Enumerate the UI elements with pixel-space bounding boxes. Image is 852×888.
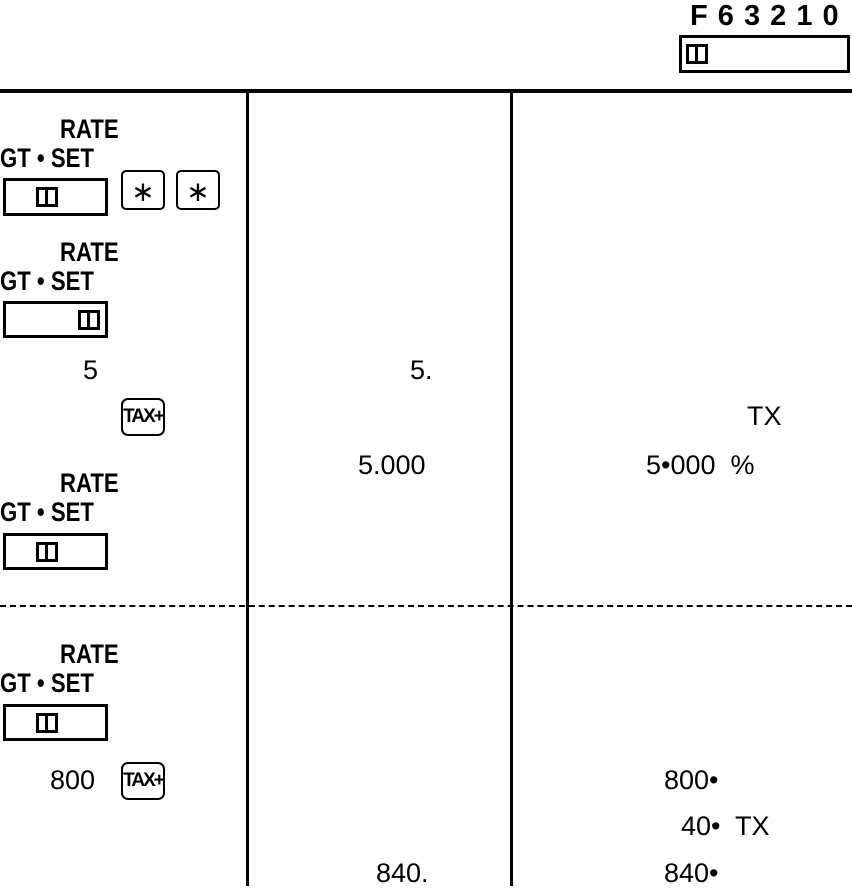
asterisk-key[interactable]: ∗ xyxy=(176,170,220,210)
display-value: 840. xyxy=(376,858,429,888)
gt-set-switch[interactable] xyxy=(3,178,108,216)
set-label: SET xyxy=(50,497,94,527)
gt-set-knob[interactable] xyxy=(78,310,100,330)
print-value: 40• TX xyxy=(681,811,770,841)
gt-label: GT xyxy=(0,497,31,527)
print-value: 5•000 % xyxy=(646,450,755,480)
gt-set-switch[interactable] xyxy=(3,301,108,338)
tax-plus-key[interactable]: TAX+ xyxy=(121,398,165,436)
input-value: 5 xyxy=(83,355,99,385)
asterisk-key[interactable]: ∗ xyxy=(121,170,165,210)
bullet: • xyxy=(36,497,45,527)
input-value: 800 xyxy=(50,765,96,795)
print-value: 840• xyxy=(664,858,719,888)
column-divider-left xyxy=(246,93,249,886)
rate-label: RATE xyxy=(60,114,119,144)
set-label: SET xyxy=(50,668,94,698)
gt-set-label: GT • SET xyxy=(0,668,94,699)
bullet: • xyxy=(36,668,45,698)
column-divider-right xyxy=(510,93,513,886)
rate-label: RATE xyxy=(60,237,119,267)
gt-set-switch[interactable] xyxy=(3,704,108,741)
gt-set-knob[interactable] xyxy=(36,542,58,562)
gt-set-knob[interactable] xyxy=(36,187,58,207)
display-value: 5. xyxy=(410,355,433,385)
gt-set-switch[interactable] xyxy=(3,533,108,570)
rate-label: RATE xyxy=(60,468,119,498)
section-separator xyxy=(0,605,852,607)
table-top-rule xyxy=(0,89,852,93)
gt-set-label: GT • SET xyxy=(0,143,94,174)
gt-set-label: GT • SET xyxy=(0,497,94,528)
tax-plus-key[interactable]: TAX+ xyxy=(121,762,165,800)
display-value: 5.000 xyxy=(358,450,426,480)
set-label: SET xyxy=(50,143,94,173)
gt-set-label: GT • SET xyxy=(0,266,94,297)
decimal-selector-labels: F 6 3 2 1 0 xyxy=(690,0,840,32)
print-value: 800• xyxy=(664,765,719,795)
decimal-selector-knob[interactable] xyxy=(686,44,708,64)
bullet: • xyxy=(36,266,45,296)
gt-label: GT xyxy=(0,266,31,296)
rate-label: RATE xyxy=(60,639,119,669)
decimal-selector-switch[interactable] xyxy=(679,35,850,73)
print-value: TX xyxy=(747,401,782,431)
set-label: SET xyxy=(50,266,94,296)
gt-label: GT xyxy=(0,143,31,173)
gt-set-knob[interactable] xyxy=(36,713,58,733)
bullet: • xyxy=(36,143,45,173)
gt-label: GT xyxy=(0,668,31,698)
